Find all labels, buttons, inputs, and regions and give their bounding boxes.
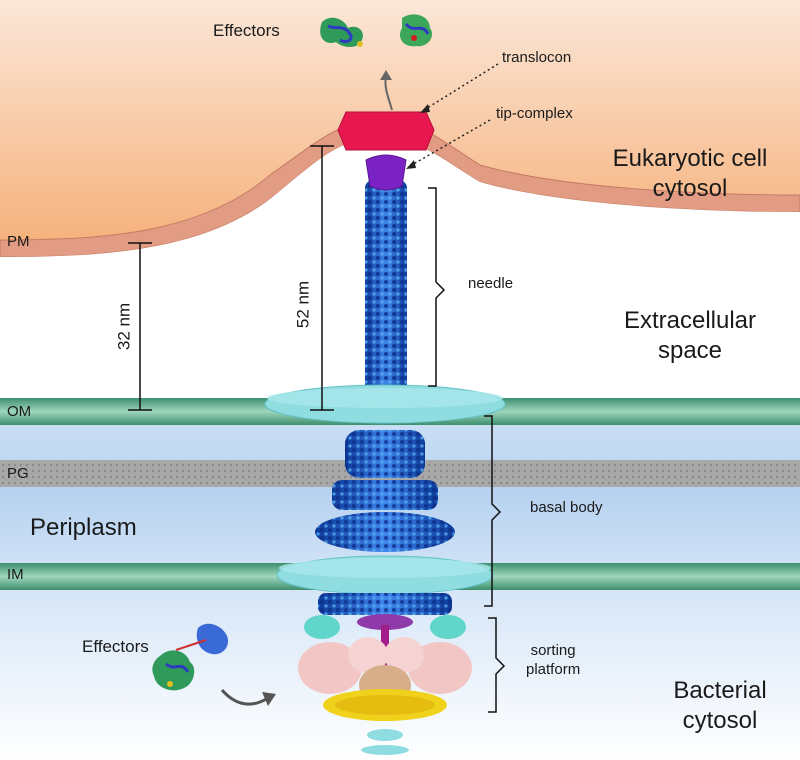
periplasm-label: Periplasm: [30, 514, 137, 541]
tip-complex-shape: [365, 154, 407, 191]
translocon-label: translocon: [502, 49, 572, 66]
basal-body-rings: [315, 430, 455, 552]
effector-protein-top-2: [399, 14, 433, 47]
scale-32nm-label: 32 nm: [114, 302, 134, 351]
needle-bracket: [428, 187, 446, 387]
plasma-membrane: [0, 119, 800, 258]
pm-label: PM: [7, 233, 30, 250]
im-label: IM: [7, 566, 24, 583]
tip-complex-label: tip-complex: [496, 105, 573, 122]
sorting-line1: sorting: [530, 642, 576, 659]
effectors-top-label: Effectors: [213, 21, 280, 40]
basal-body-bracket: [484, 415, 502, 607]
sorting-platform-label: sorting platform: [526, 642, 580, 680]
scale-bar-32nm: [128, 242, 152, 411]
om-label: OM: [7, 403, 32, 420]
needle-label: needle: [468, 275, 514, 292]
extracellular-space-label: Extracellular space: [600, 306, 780, 366]
sorting-platform-shape: [298, 614, 472, 755]
scale-bar-52nm: [310, 145, 334, 411]
sorting-platform-bracket: [488, 617, 506, 713]
om-ring: [264, 384, 506, 424]
effector-protein-bottom: [152, 623, 229, 691]
sorting-line2: platform: [526, 660, 581, 678]
entry-arrow: [220, 688, 269, 706]
needle-structure: [365, 180, 407, 400]
im-ring: [276, 555, 494, 595]
bacterial-line2: cytosol: [682, 707, 758, 734]
eukaryotic-cytosol-line1: Eukaryotic cell: [612, 145, 768, 172]
bacterial-line1: Bacterial: [673, 677, 767, 704]
extracellular-line1: Extracellular: [623, 307, 757, 334]
pg-label: PG: [7, 465, 29, 482]
extracellular-line2: space: [657, 337, 723, 364]
bacterial-cytosol-label: Bacterial cytosol: [640, 676, 800, 736]
effectors-bottom-label: Effectors: [82, 637, 149, 656]
scale-52nm-label: 52 nm: [293, 280, 313, 329]
cytoplasmic-ring: [318, 593, 452, 615]
translocon-shape: [337, 111, 435, 151]
tip-complex-leader: [409, 119, 491, 167]
basal-body-label: basal body: [530, 499, 603, 516]
eukaryotic-cytosol-line2: cytosol: [652, 175, 728, 202]
effector-protein-top-1: [320, 17, 363, 47]
eukaryotic-cytosol-label: Eukaryotic cell cytosol: [600, 144, 780, 204]
